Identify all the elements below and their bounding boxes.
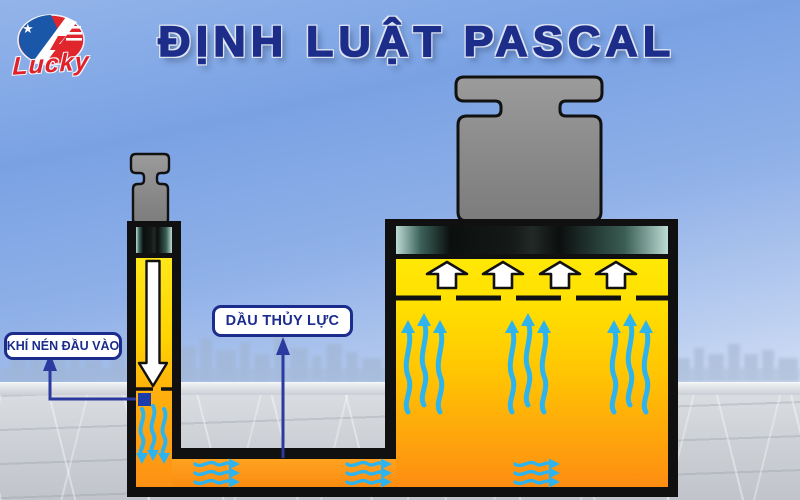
air-input-label: KHÍ NÉN ĐẦU VÀO <box>4 332 122 360</box>
hydraulic-oil-label-text: DẦU THỦY LỰC <box>225 313 340 329</box>
lucky-logo: ★ <box>17 14 85 66</box>
air-inlet-square-marker <box>138 393 151 406</box>
large-piston-seal <box>396 226 668 259</box>
air-input-connector <box>43 353 136 401</box>
hydraulic-oil-connector <box>276 337 290 458</box>
pressure-down-arrow-icon <box>137 259 169 388</box>
small-piston-seal <box>136 227 172 258</box>
large-weight-icon <box>454 75 604 223</box>
page-title: ĐỊNH LUẬT PASCAL <box>157 17 676 67</box>
small-weight-icon <box>129 152 171 226</box>
air-input-label-text: KHÍ NÉN ĐẦU VÀO <box>6 339 120 353</box>
hydraulic-oil-label: DẦU THỦY LỰC <box>212 305 353 337</box>
logo-star-icon: ★ <box>22 21 34 36</box>
